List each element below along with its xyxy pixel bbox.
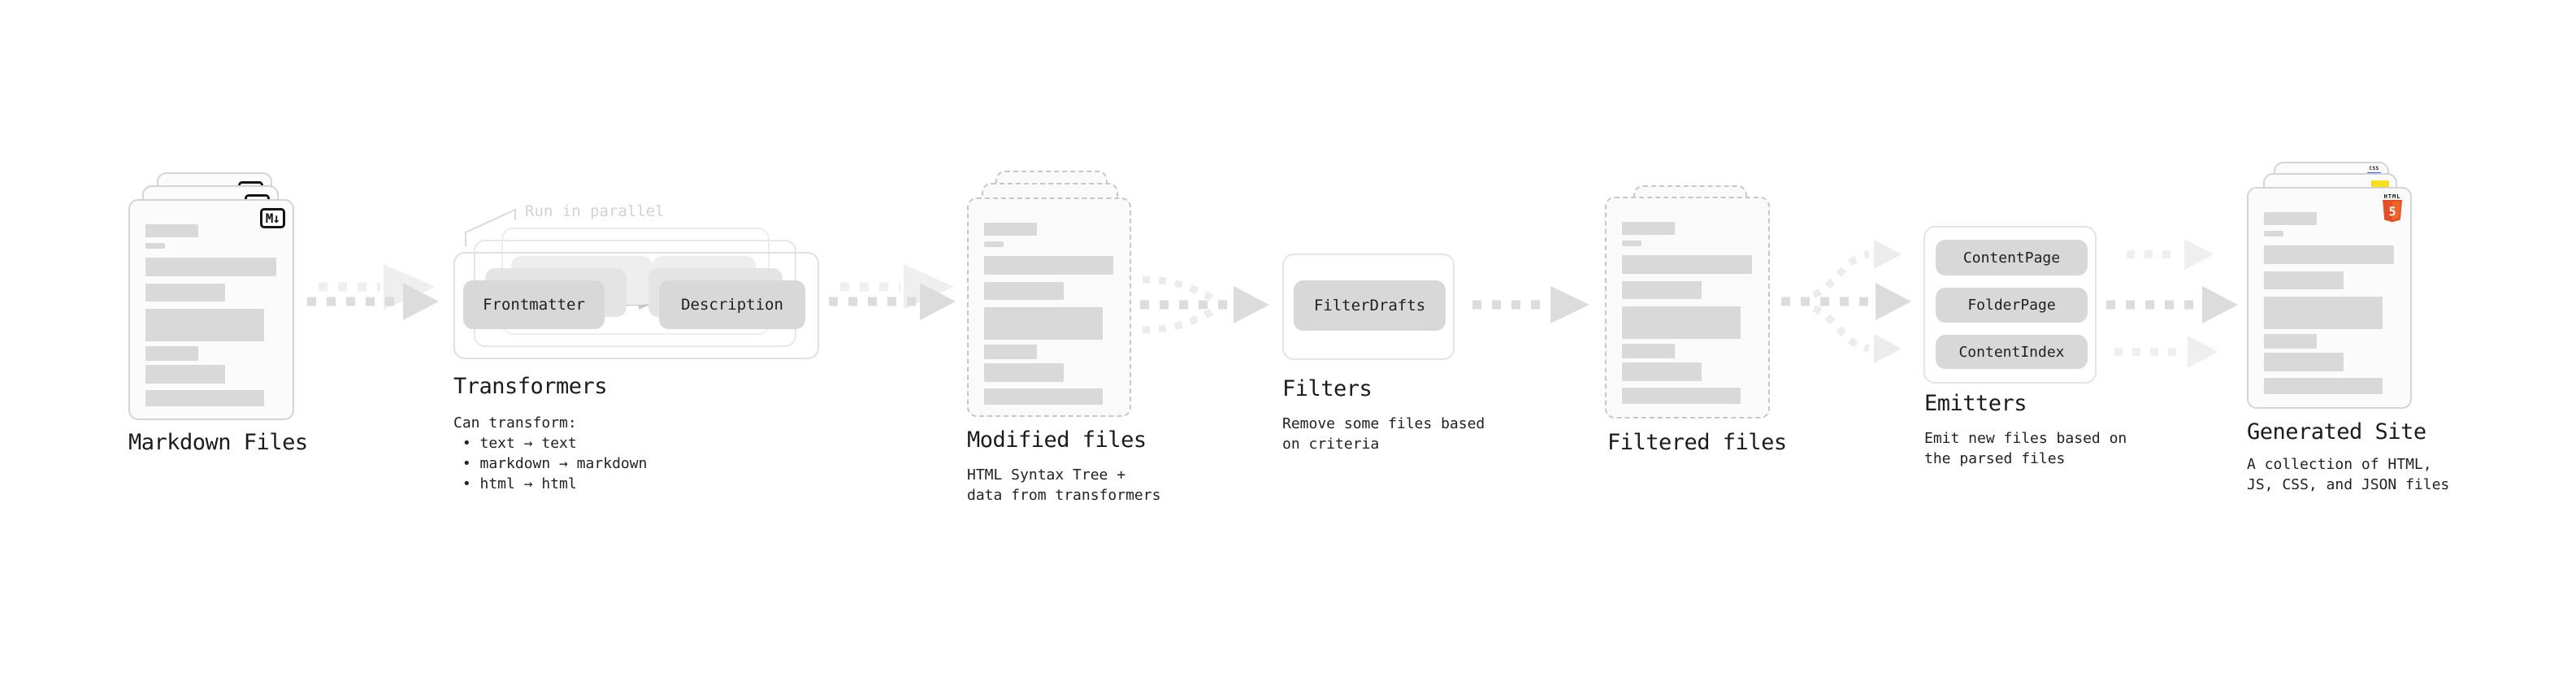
placeholder-text-lines [145,224,276,406]
modified-doc-front [967,197,1131,417]
generated-doc-html: HTML 5 [2247,187,2412,409]
html5-icon: HTML 5 [2382,193,2403,226]
arrow-filtered-to-emitters [1781,240,1911,363]
generated-site-label: Generated Site [2247,419,2426,445]
run-in-parallel-note: Run in parallel [525,202,665,220]
filtered-files-label: Filtered files [1607,430,1787,455]
filtered-doc-front [1605,197,1770,419]
folderpage-pill: FolderPage [1936,288,2088,323]
markdown-doc-front: M↓ [128,199,294,420]
filters-description: Remove some files based on criteria [1282,415,1485,453]
placeholder-text-lines [1622,222,1752,404]
arrow-emitters-to-generated [2106,239,2238,368]
emitters-description: Emit new files based on the parsed files [1924,430,2127,467]
transformers-description: Can transform: • text → text • markdown … [453,414,648,492]
markdown-files-label: Markdown Files [128,430,308,455]
arrow-markdown-to-transformers [307,264,439,320]
filters-panel: FilterDrafts [1282,254,1455,360]
arrow-filters-to-filtered [1472,286,1589,323]
generated-site-description: A collection of HTML, JS, CSS, and JSON … [2247,456,2450,493]
description-transformer-pill: Description [659,280,805,329]
placeholder-text-lines [984,223,1113,405]
transformer-run-front: Frontmatter Description [453,252,819,359]
filters-label: Filters [1282,376,1373,401]
arrow-transformers-to-modified [829,264,956,320]
frontmatter-transformer-pill: Frontmatter [463,280,605,329]
placeholder-text-lines [2264,212,2394,394]
contentpage-pill: ContentPage [1936,240,2088,275]
arrow-modified-to-filters [1140,275,1269,334]
svg-text:5: 5 [2388,205,2396,219]
emitters-label: Emitters [1924,391,2027,416]
filterdrafts-pill: FilterDrafts [1294,280,1446,331]
markdown-icon: M↓ [259,208,285,228]
modified-files-label: Modified files [967,427,1147,453]
contentindex-pill: ContentIndex [1936,335,2088,369]
transformers-label: Transformers [453,374,608,399]
emitters-panel: ContentPage FolderPage ContentIndex [1923,226,2097,384]
modified-files-description: HTML Syntax Tree + data from transformer… [967,466,1161,504]
